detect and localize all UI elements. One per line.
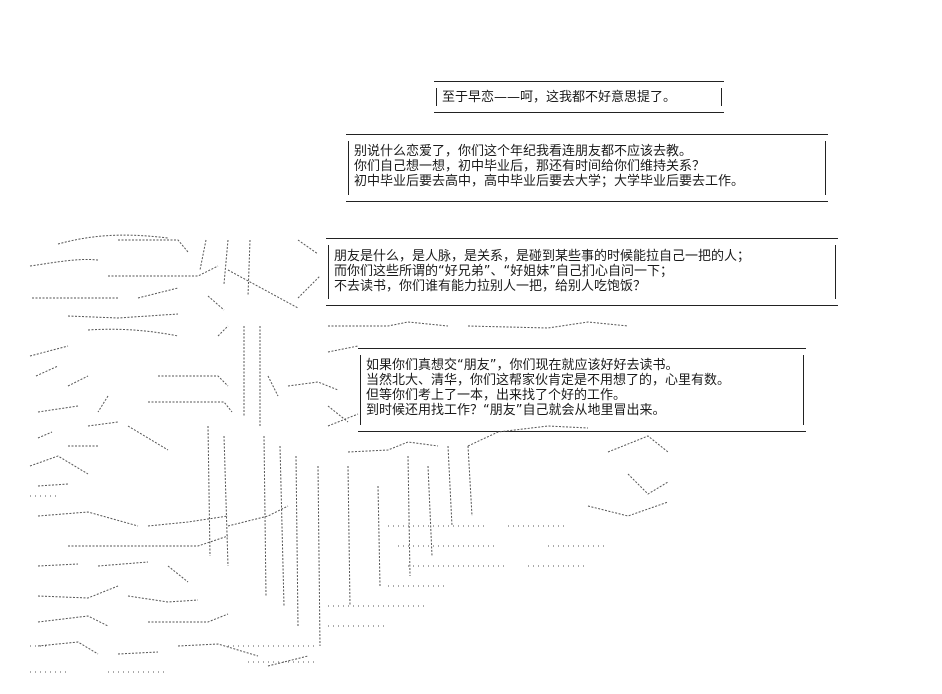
- speech-bubble-3: 朋友是什么，是人脉，是关系，是碰到某些事的时候能拉自己一把的人； 而你们这些所谓…: [326, 238, 838, 306]
- ascii-art-figure-icon: [28, 226, 728, 686]
- speech-bubble-4: 如果你们真想交“朋友”，你们现在就应该好好去读书。 当然北大、清华，你们这帮家伙…: [358, 348, 806, 432]
- dialogue-line: 当然北大、清华，你们这帮家伙肯定是不用想了的，心里有数。: [366, 373, 731, 388]
- dialogue-line: 朋友是什么，是人脉，是关系，是碰到某些事的时候能拉自己一把的人；: [334, 249, 751, 264]
- dialogue-line: 到时候还用找工作？“朋友”自己就会从地里冒出来。: [366, 403, 666, 418]
- dialogue-line: 但等你们考上了一本，出来找了个好的工作。: [366, 388, 627, 403]
- dialogue-line: 至于早恋——呵，这我都不好意思提了。: [442, 90, 677, 105]
- dialogue-line: 你们自己想一想，初中毕业后，那还有时间给你们维持关系？: [354, 159, 706, 174]
- speech-bubble-1: 至于早恋——呵，这我都不好意思提了。: [434, 81, 724, 113]
- dialogue-line: 初中毕业后要去高中，高中毕业后要去大学；大学毕业后要去工作。: [354, 174, 745, 189]
- speech-bubble-2: 别说什么恋爱了，你们这个年纪我看连朋友都不应该去教。 你们自己想一想，初中毕业后…: [346, 134, 828, 202]
- dialogue-line: 别说什么恋爱了，你们这个年纪我看连朋友都不应该去教。: [354, 144, 693, 159]
- dialogue-line: 而你们这些所谓的“好兄弟”、“好姐妹”自己扪心自问一下；: [334, 264, 673, 279]
- dialogue-line: 不去读书，你们谁有能力拉别人一把，给别人吃饱饭？: [334, 279, 647, 294]
- dialogue-line: 如果你们真想交“朋友”，你们现在就应该好好去读书。: [366, 358, 679, 373]
